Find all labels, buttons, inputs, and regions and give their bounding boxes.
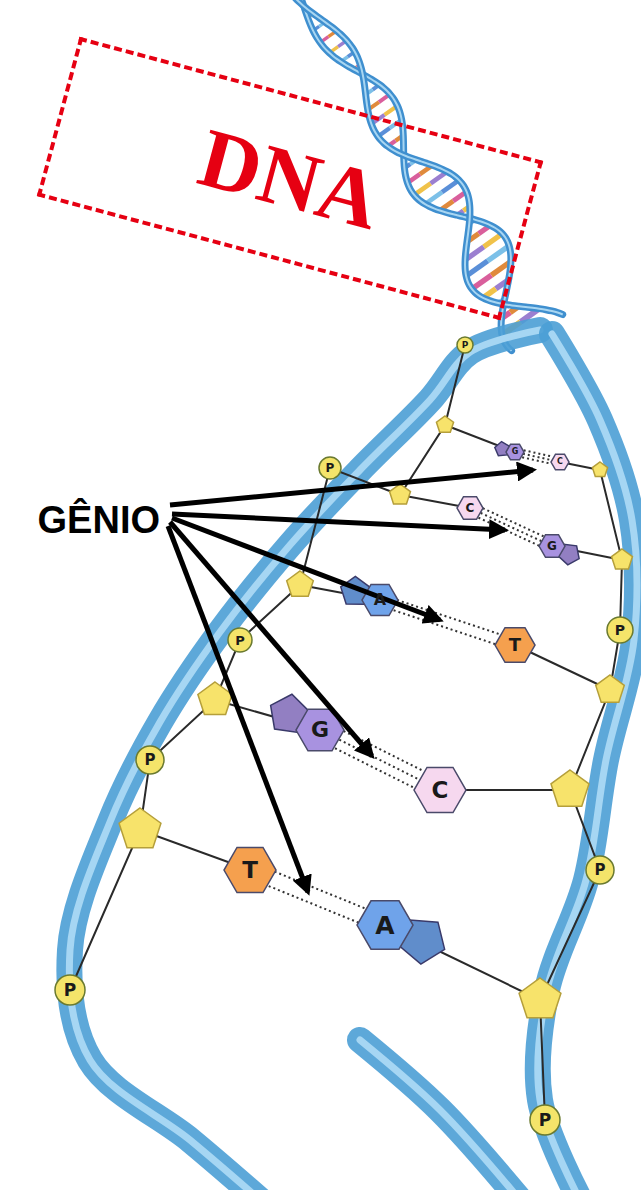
phosphate-label: P (539, 1112, 551, 1129)
base-letter: C (466, 502, 475, 514)
phosphate-circle (136, 746, 164, 774)
sugar-pentagon (612, 549, 633, 569)
sugar-pentagon (596, 675, 625, 702)
title-text: DNA (183, 110, 397, 246)
chain-line (540, 470, 622, 1120)
sugar-pentagon (390, 484, 411, 504)
leader-arrow (168, 526, 308, 892)
base-letter: G (547, 540, 557, 552)
chain-line (70, 345, 465, 990)
base-letter: C (432, 779, 449, 802)
sugar-pentagon (436, 416, 453, 432)
hydrogen-bond (397, 600, 500, 634)
base-rung (472, 275, 492, 289)
hydrogen-bond (275, 872, 365, 909)
base-rung (488, 246, 510, 261)
base-hexagon (414, 767, 466, 812)
backbone-ribbons (69, 330, 637, 1190)
phosphate-label: P (235, 634, 245, 647)
base-letter: A (375, 913, 394, 938)
phosphate-label: P (326, 462, 335, 474)
sugar-pentagon (119, 808, 161, 848)
leader-arrow (172, 514, 505, 530)
base-hexagon (495, 628, 535, 663)
dashed-title-box: DNA (37, 36, 543, 320)
base-hexagon (539, 535, 565, 558)
ribbon-highlight (538, 334, 637, 1190)
ribbon-highlight (69, 330, 540, 1190)
hydrogen-bond (269, 886, 359, 923)
base-letter: G (311, 719, 329, 741)
hydrogen-label: GÊNIO (38, 501, 160, 539)
phosphate-label: P (145, 753, 156, 768)
hydrogen-bond (483, 508, 544, 536)
phosphate-circle (607, 617, 633, 643)
backbone-chain (70, 345, 622, 1120)
hydrogen-bond (335, 748, 415, 788)
base-hexagon (357, 901, 413, 949)
sugar-pentagon (592, 462, 607, 476)
sugar-pentagon (287, 571, 314, 596)
phosphate-circle (530, 1105, 560, 1135)
base-letter: C (557, 458, 563, 466)
hydrogen-bond (478, 518, 539, 546)
leader-arrow (170, 522, 372, 756)
phosphate-label: P (462, 341, 469, 350)
phosphate-circle (55, 975, 85, 1005)
leader-arrows (168, 470, 533, 892)
base-letter: G (512, 448, 519, 456)
phosphate-label: P (595, 863, 606, 878)
hydrogen-bond (394, 610, 497, 644)
phosphate-label: P (64, 982, 76, 999)
phosphate-label: P (615, 623, 625, 637)
phosphate-circle (586, 856, 614, 884)
backbone-ribbon (360, 1040, 520, 1190)
hydrogen-bond (522, 457, 551, 463)
ribbon-highlight (360, 1040, 520, 1190)
sugar-pentagon (519, 978, 561, 1018)
backbone-ribbon (538, 334, 637, 1190)
base-pairs (55, 337, 633, 1135)
phosphate-circle (228, 628, 252, 652)
base-hexagon (551, 454, 569, 470)
base-letter: T (509, 636, 521, 654)
sugar-pentagon (551, 770, 589, 806)
base-hexagon (457, 497, 483, 520)
phosphate-circle (457, 337, 473, 353)
base-letter: T (242, 859, 258, 882)
base-hexagon (224, 847, 276, 892)
base-letter: A (374, 592, 386, 608)
base-hexagon (506, 444, 524, 460)
backbone-ribbon (69, 330, 540, 1190)
hydrogen-bond (339, 740, 419, 780)
base-rung (466, 261, 488, 276)
leader-arrow (170, 470, 533, 505)
phosphate-circle (319, 457, 341, 479)
